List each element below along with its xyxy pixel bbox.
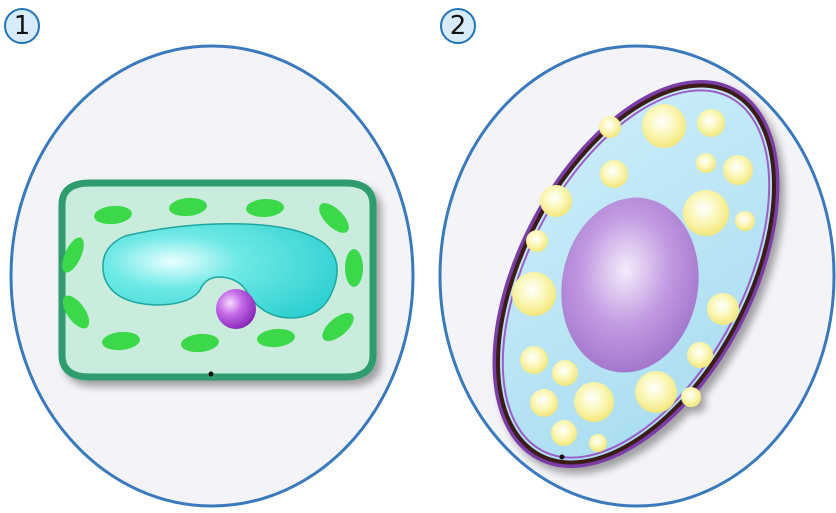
granule [696, 153, 716, 173]
panel-2 [440, 40, 834, 507]
granule [599, 116, 621, 138]
nucleus [216, 289, 256, 329]
panel-2-number: 2 [440, 8, 476, 44]
chloroplast [345, 249, 363, 287]
granule [520, 346, 548, 374]
granule [512, 272, 556, 316]
granule [681, 387, 701, 407]
granule [530, 389, 558, 417]
panel-1 [11, 46, 413, 506]
granule [540, 185, 572, 217]
granule [642, 104, 686, 148]
granule [526, 230, 548, 252]
granule [574, 382, 614, 422]
granule [635, 371, 677, 413]
granule [552, 360, 578, 386]
granule [723, 155, 753, 185]
plant-cell [58, 183, 373, 377]
membrane-marker-dot [560, 455, 565, 460]
granule [551, 420, 577, 446]
panel-1-number: 1 [4, 8, 40, 44]
granule [697, 109, 725, 137]
granule [600, 160, 628, 188]
granule [687, 342, 713, 368]
granule [707, 293, 739, 325]
wall-marker-dot [209, 372, 214, 377]
granule [683, 190, 729, 236]
granule [589, 434, 607, 452]
granule [735, 211, 755, 231]
